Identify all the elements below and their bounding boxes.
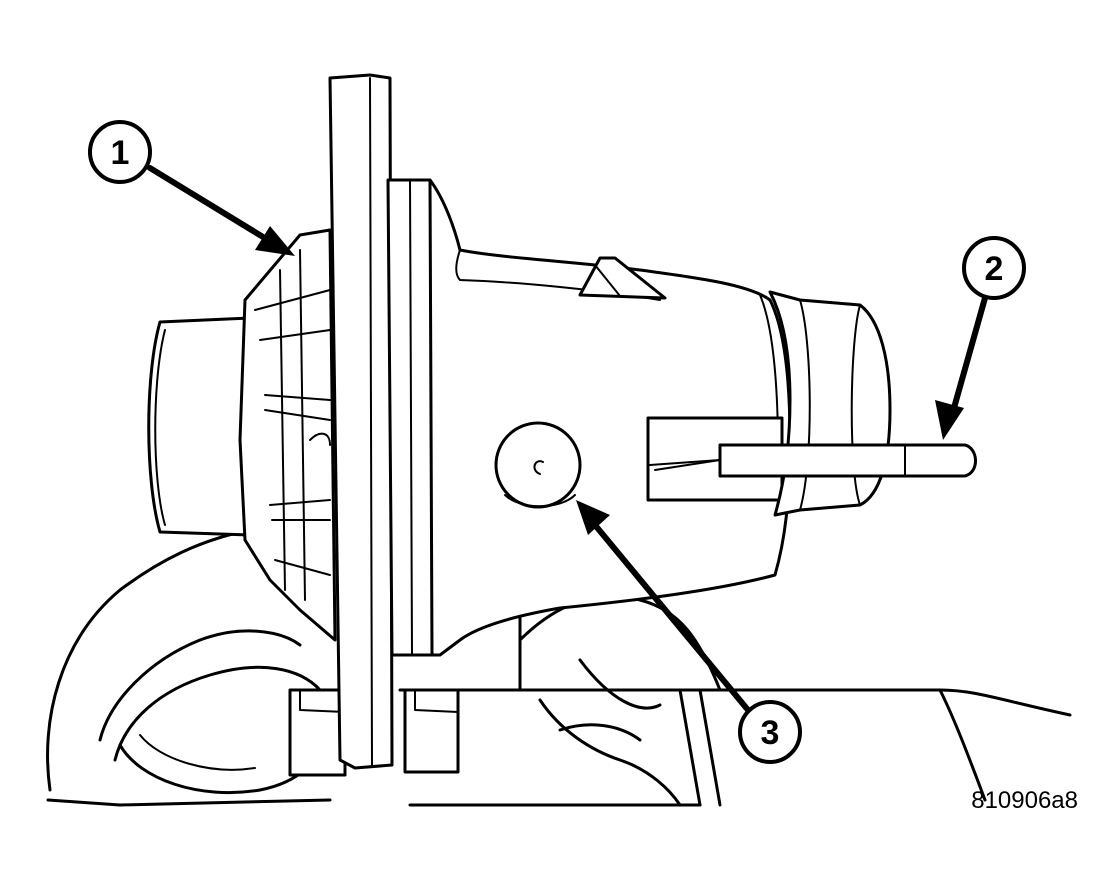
callout-1: 1 [88,120,295,256]
carrier-housing [46,528,1072,807]
ring-gear [328,73,394,770]
callout-2: 2 [935,236,1026,440]
callout-3: 3 [576,500,802,764]
callout-3-label: 3 [761,714,780,752]
lock-pin-head [494,421,582,509]
figure-id: 810906a8 [971,787,1078,814]
callout-1-label: 1 [111,134,130,172]
callout-2-label: 2 [985,250,1004,288]
pinion-shaft-pin [649,443,977,478]
ring-gear-flange [238,228,337,642]
differential-case [386,178,792,657]
left-bearing-hub [147,316,252,537]
